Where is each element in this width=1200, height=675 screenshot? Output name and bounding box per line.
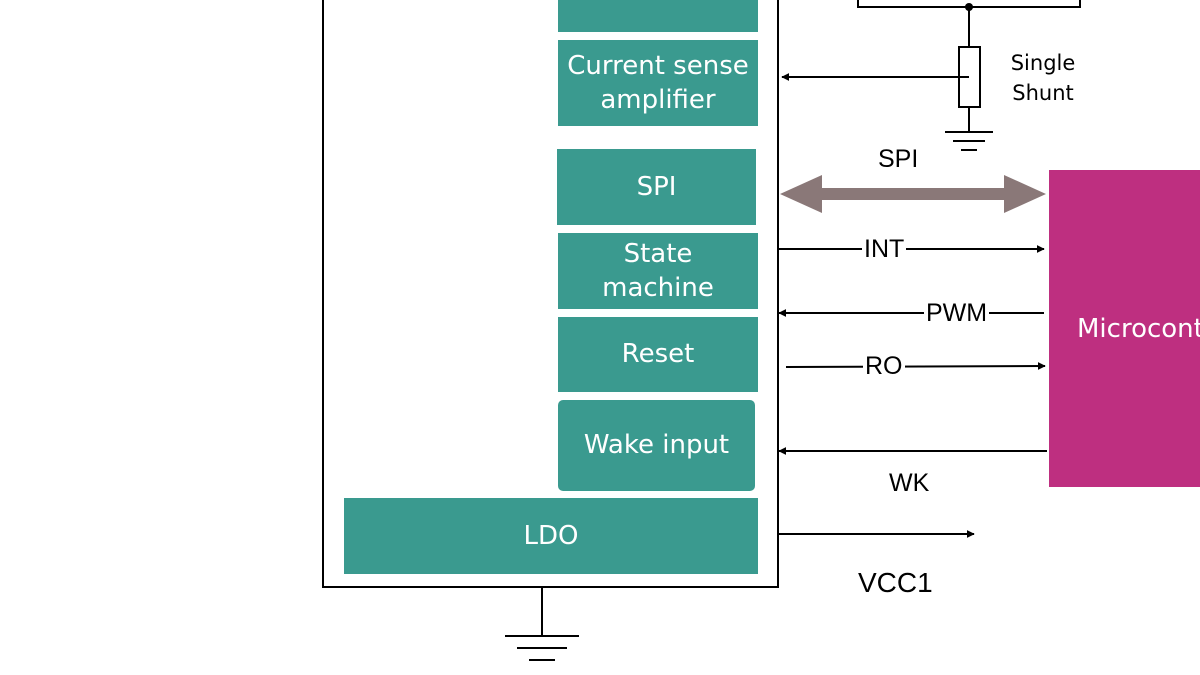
shunt-ground-symbol bbox=[945, 131, 993, 151]
spi-block: SPI bbox=[557, 149, 756, 225]
reset-block: Reset bbox=[558, 317, 758, 392]
wk-signal-label: WK bbox=[889, 469, 930, 497]
shunt-label: Single Shunt bbox=[1003, 48, 1083, 108]
ldo-block: LDO bbox=[344, 498, 758, 574]
wake-input-block: Wake input bbox=[558, 400, 755, 491]
state-machine-block: State machine bbox=[558, 233, 758, 309]
ic-ground-symbol bbox=[505, 635, 579, 661]
ldo-label: LDO bbox=[523, 520, 579, 551]
spi-signal-label: SPI bbox=[878, 145, 919, 173]
vcc1-label: VCC1 bbox=[858, 567, 933, 598]
ic-outline bbox=[322, 0, 779, 588]
spi-bus-arrow bbox=[780, 175, 1046, 213]
shunt-label-line2: Shunt bbox=[1012, 81, 1074, 105]
current-sense-label-line1: Current sense bbox=[567, 50, 749, 81]
microcontroller-label: Microcont bbox=[1077, 313, 1200, 344]
spi-block-label: SPI bbox=[636, 171, 677, 202]
current-sense-amplifier-block: Current sense amplifier bbox=[558, 40, 758, 126]
wake-input-label: Wake input bbox=[583, 430, 730, 461]
reset-block-label: Reset bbox=[621, 339, 695, 370]
state-machine-label-line2: machine bbox=[602, 273, 714, 303]
shunt-label-line1: Single bbox=[1010, 51, 1076, 75]
microcontroller-block: Microcont bbox=[1049, 170, 1200, 487]
current-sense-label-line2: amplifier bbox=[600, 85, 716, 115]
top-block-partial bbox=[558, 0, 758, 32]
int-signal-label: INT bbox=[862, 235, 907, 263]
state-machine-label-line1: State bbox=[623, 238, 693, 269]
pwm-signal-label: PWM bbox=[924, 299, 990, 327]
ro-signal-label: RO bbox=[863, 352, 905, 380]
ro-arrow bbox=[785, 362, 1046, 371]
